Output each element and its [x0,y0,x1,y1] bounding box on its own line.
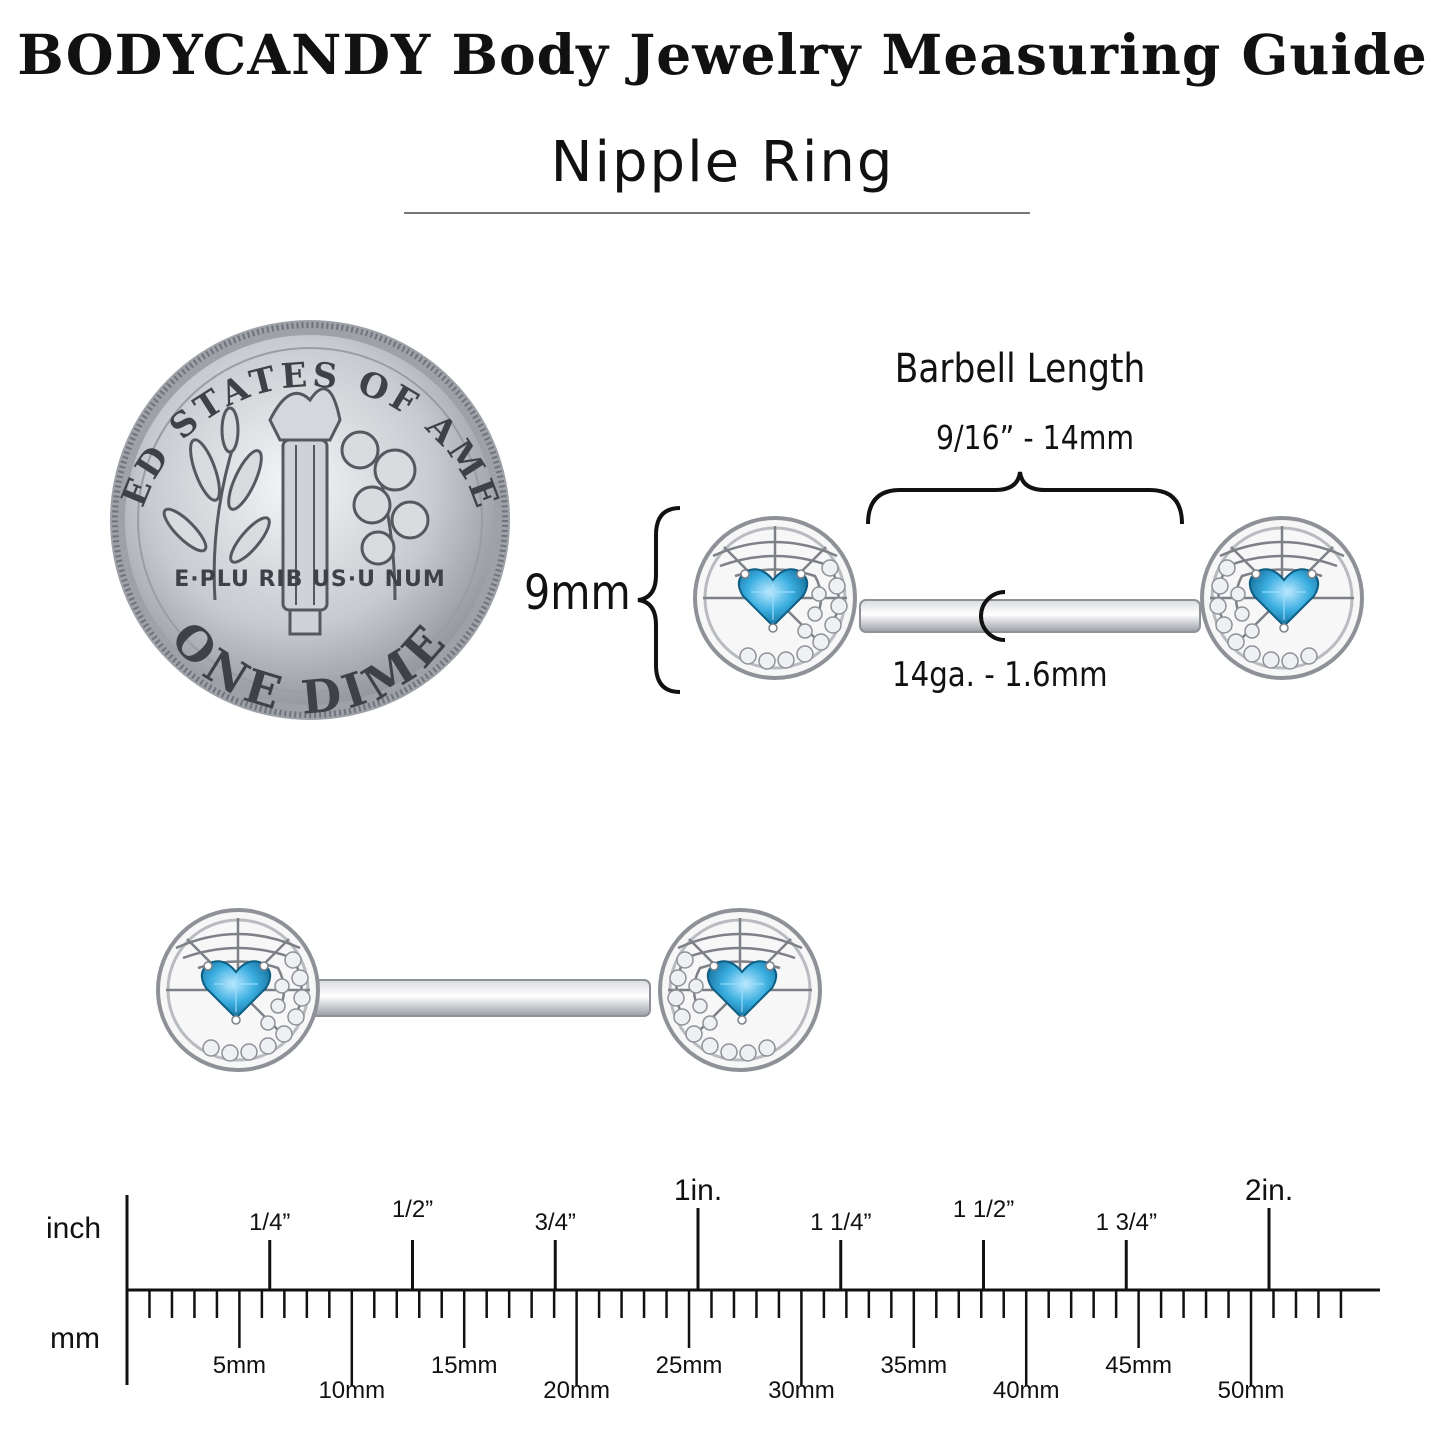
ruler-mm-label: mm [50,1322,100,1355]
product-subtitle: Nipple Ring [550,130,895,195]
oak-branch-icon [340,430,430,601]
torch-icon [268,387,342,636]
mm-tick-label: 20mm [543,1377,610,1404]
height-brace [637,506,681,694]
length-brace [866,471,1184,525]
dime-reeded-edge [112,322,508,718]
barbell-length-value: 9/16” - 14mm [935,418,1135,457]
inch-tick-label: 1 1/4” [810,1209,871,1236]
actual-barbell-shaft [309,979,651,1017]
inch-tick-label: 1in. [674,1174,722,1207]
mm-tick-label: 40mm [993,1377,1060,1404]
jewel-end-left [693,516,857,680]
barbell-shaft [859,599,1201,633]
mm-tick-label: 15mm [431,1352,498,1379]
actual-size-barbell [156,908,822,1072]
dime-coin: UNITED STATES OF AMERICA E·PLU RIB US·U … [0,0,510,725]
olive-branch-icon [162,406,271,601]
inch-tick-label: 1/2” [392,1196,433,1223]
measured-barbell [693,516,1364,680]
mm-tick-label: 5mm [213,1352,266,1379]
guide-title: BODYCANDY Body Jewelry Measuring Guide [17,22,1428,87]
dime-motto: E·PLU RIB US·U NUM [174,567,446,592]
inch-tick-label: 2in. [1245,1174,1293,1207]
actual-jewel-end-left [156,908,320,1072]
mm-tick-label: 30mm [768,1377,835,1404]
actual-jewel-end-right [658,908,822,1072]
mm-tick-label: 10mm [318,1377,385,1404]
ruler-inch-label: inch [46,1212,102,1245]
jewel-end-right [1200,516,1364,680]
ruler: 1/4” 1/2” 3/4” 1in. 1 1/4” 1 1/2” 1 3/4” 2in. 5m… [125,1174,1380,1404]
gauge-value: 14ga. - 1.6mm [892,655,1108,695]
gauge-indicator [979,590,1006,642]
dime-inner-rim [137,347,483,693]
inch-tick-label: 1 3/4” [1096,1209,1157,1236]
height-value: 9mm [524,565,631,621]
title-divider [404,212,1030,214]
mm-tick-label: 50mm [1218,1377,1285,1404]
inch-tick-label: 1 1/2” [953,1196,1014,1223]
barbell-length-label: Barbell Length [894,346,1146,392]
inch-tick-label: 3/4” [535,1209,576,1236]
mm-tick-label: 25mm [656,1352,723,1379]
mm-tick-label: 35mm [880,1352,947,1379]
inch-tick-label: 1/4” [249,1209,290,1236]
mm-tick-label: 45mm [1105,1352,1172,1379]
